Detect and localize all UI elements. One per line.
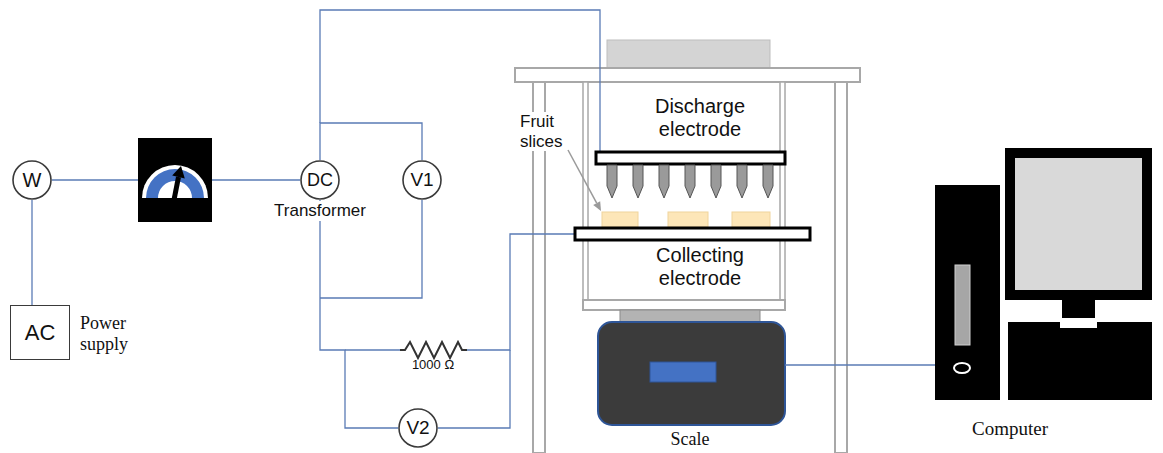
scale-platform	[583, 300, 785, 310]
needle	[633, 165, 643, 198]
variac-needle	[173, 177, 179, 205]
electrode-label: Discharge electrode	[640, 95, 760, 141]
drive-slot	[955, 265, 970, 345]
electrode-label: Collecting electrode	[630, 244, 770, 290]
stand-notch	[1060, 322, 1097, 328]
discharge-electrode-plate	[596, 152, 785, 164]
wire	[345, 349, 400, 350]
leader-arrow	[568, 150, 597, 203]
needle	[607, 165, 617, 198]
component-label: Transformer	[266, 201, 374, 221]
data-cable	[785, 364, 935, 365]
callout-label: Fruit slices	[520, 112, 566, 151]
dc-transformer-symbol: DC	[300, 160, 340, 200]
monitor-stand	[1062, 300, 1095, 318]
voltmeter-symbol: V1	[402, 160, 442, 200]
node-text: V1	[410, 169, 433, 191]
circle-shape	[301, 161, 339, 199]
fruit-slices	[602, 212, 770, 227]
leader-arrowhead	[593, 201, 601, 211]
node-text: AC	[25, 320, 56, 345]
component-label: Computer	[955, 418, 1065, 440]
ac-supply-box: AC	[10, 305, 70, 360]
scale-display	[650, 362, 716, 382]
resistance-value: 1000 Ω	[396, 358, 470, 373]
fruit-slice	[732, 212, 770, 227]
variac-needle-head	[172, 166, 185, 179]
component-label: Scale	[640, 429, 740, 450]
node-text: W	[23, 169, 42, 192]
circle-shape	[399, 409, 437, 447]
needle-electrodes	[607, 165, 773, 198]
keyboard-base	[1008, 322, 1152, 400]
circle-shape	[403, 161, 441, 199]
wire	[52, 179, 138, 180]
wires	[52, 10, 935, 428]
top-weight-block	[607, 40, 770, 68]
needle	[711, 165, 721, 198]
wire-connector	[320, 123, 422, 160]
wire	[467, 234, 575, 350]
wire-connector	[320, 200, 398, 428]
wire-connector	[31, 200, 32, 305]
component-label: Power supply	[80, 313, 142, 354]
wire	[212, 179, 300, 180]
needle	[737, 165, 747, 198]
inner-rail	[780, 82, 785, 300]
monitor-frame	[1005, 148, 1152, 300]
frame-leg	[835, 82, 847, 453]
wire	[320, 10, 600, 152]
circle-shape	[13, 161, 51, 199]
resistor-symbol	[400, 342, 467, 358]
computer-tower	[935, 185, 1000, 400]
voltmeter-symbol: V2	[398, 408, 438, 448]
top-plate	[515, 68, 860, 82]
needle	[659, 165, 669, 198]
fruit-slice	[602, 212, 638, 227]
variac-box	[138, 138, 212, 222]
inner-rail	[583, 82, 588, 300]
monitor-screen	[1015, 158, 1142, 290]
wattmeter-symbol: W	[12, 160, 52, 200]
fruit-slice	[668, 212, 708, 227]
needle	[763, 165, 773, 198]
node-text: V2	[406, 417, 429, 439]
needle	[685, 165, 695, 198]
collecting-electrode-plate	[575, 228, 810, 240]
scale-body	[598, 322, 785, 425]
power-button	[954, 363, 970, 373]
node-text: DC	[307, 170, 333, 191]
